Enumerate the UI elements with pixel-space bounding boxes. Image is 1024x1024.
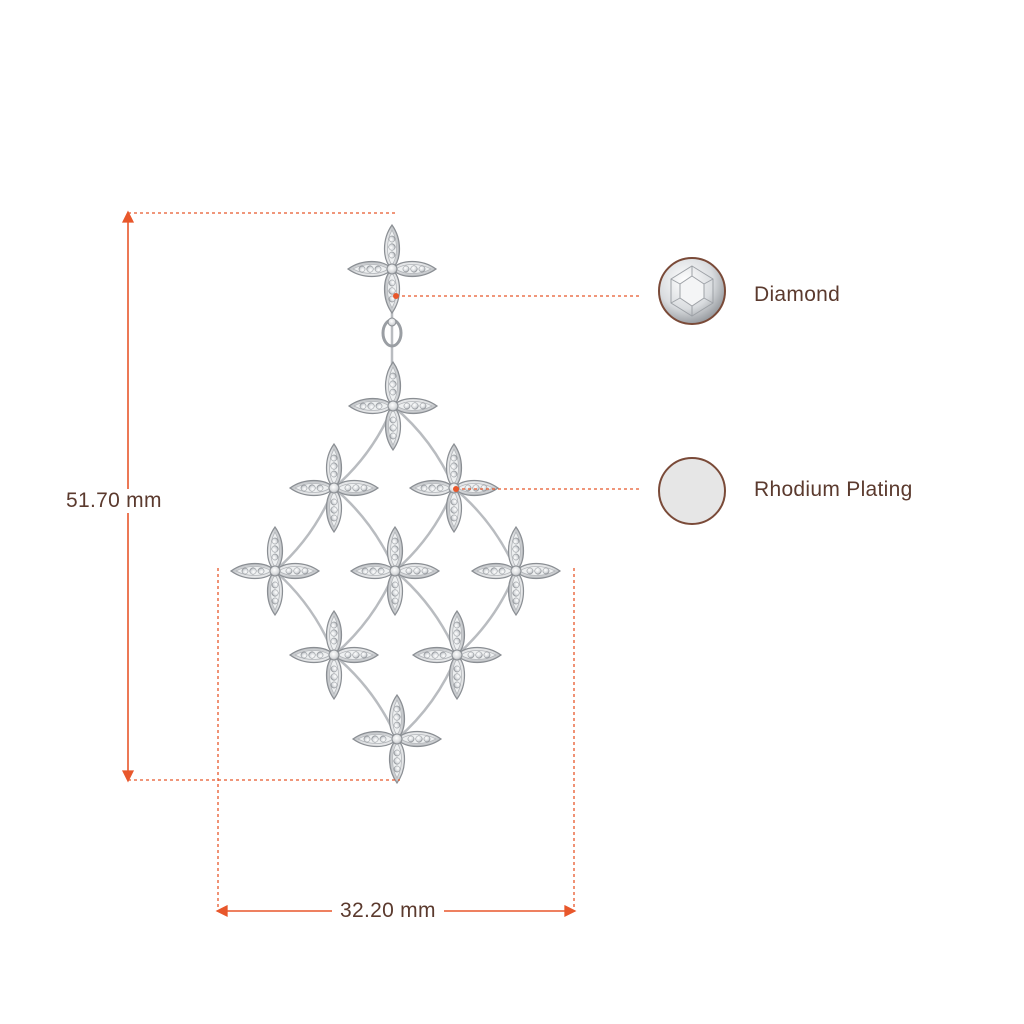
height-arrow-bottom — [121, 770, 135, 783]
rhodium-leader-dot — [453, 486, 459, 492]
earring-wire — [453, 487, 518, 572]
earring-flower — [231, 527, 319, 615]
floral-chandelier-earring-icon — [231, 225, 560, 783]
earring-wire — [396, 654, 459, 740]
earring-wire — [394, 570, 459, 656]
width-arrow-right — [564, 904, 577, 918]
rhodium-material-label: Rhodium Plating — [754, 478, 913, 502]
width-dimension-label: 32.20 mm — [332, 899, 444, 923]
earring-wire — [456, 570, 518, 656]
earring-wire — [333, 487, 397, 572]
earring-wire — [333, 405, 395, 489]
diamond-leader-dot — [393, 293, 399, 299]
earring-wire — [274, 487, 336, 572]
earring-flower — [472, 527, 560, 615]
earring-stud-flower — [348, 225, 436, 313]
diamond-material-label: Diamond — [754, 283, 841, 307]
earring-wire — [333, 570, 397, 656]
earring-wire — [333, 654, 399, 740]
height-arrow-top — [121, 210, 135, 223]
diamond-swatch-icon — [658, 257, 726, 325]
height-dimension-label: 51.70 mm — [66, 489, 162, 513]
earring-wire — [394, 487, 456, 572]
earring-flower — [413, 611, 501, 699]
rhodium-swatch-icon — [658, 457, 726, 525]
width-arrow-left — [215, 904, 228, 918]
earring-connector-loop — [381, 317, 403, 348]
earring-wire — [392, 405, 456, 489]
earring-wire — [274, 570, 336, 656]
